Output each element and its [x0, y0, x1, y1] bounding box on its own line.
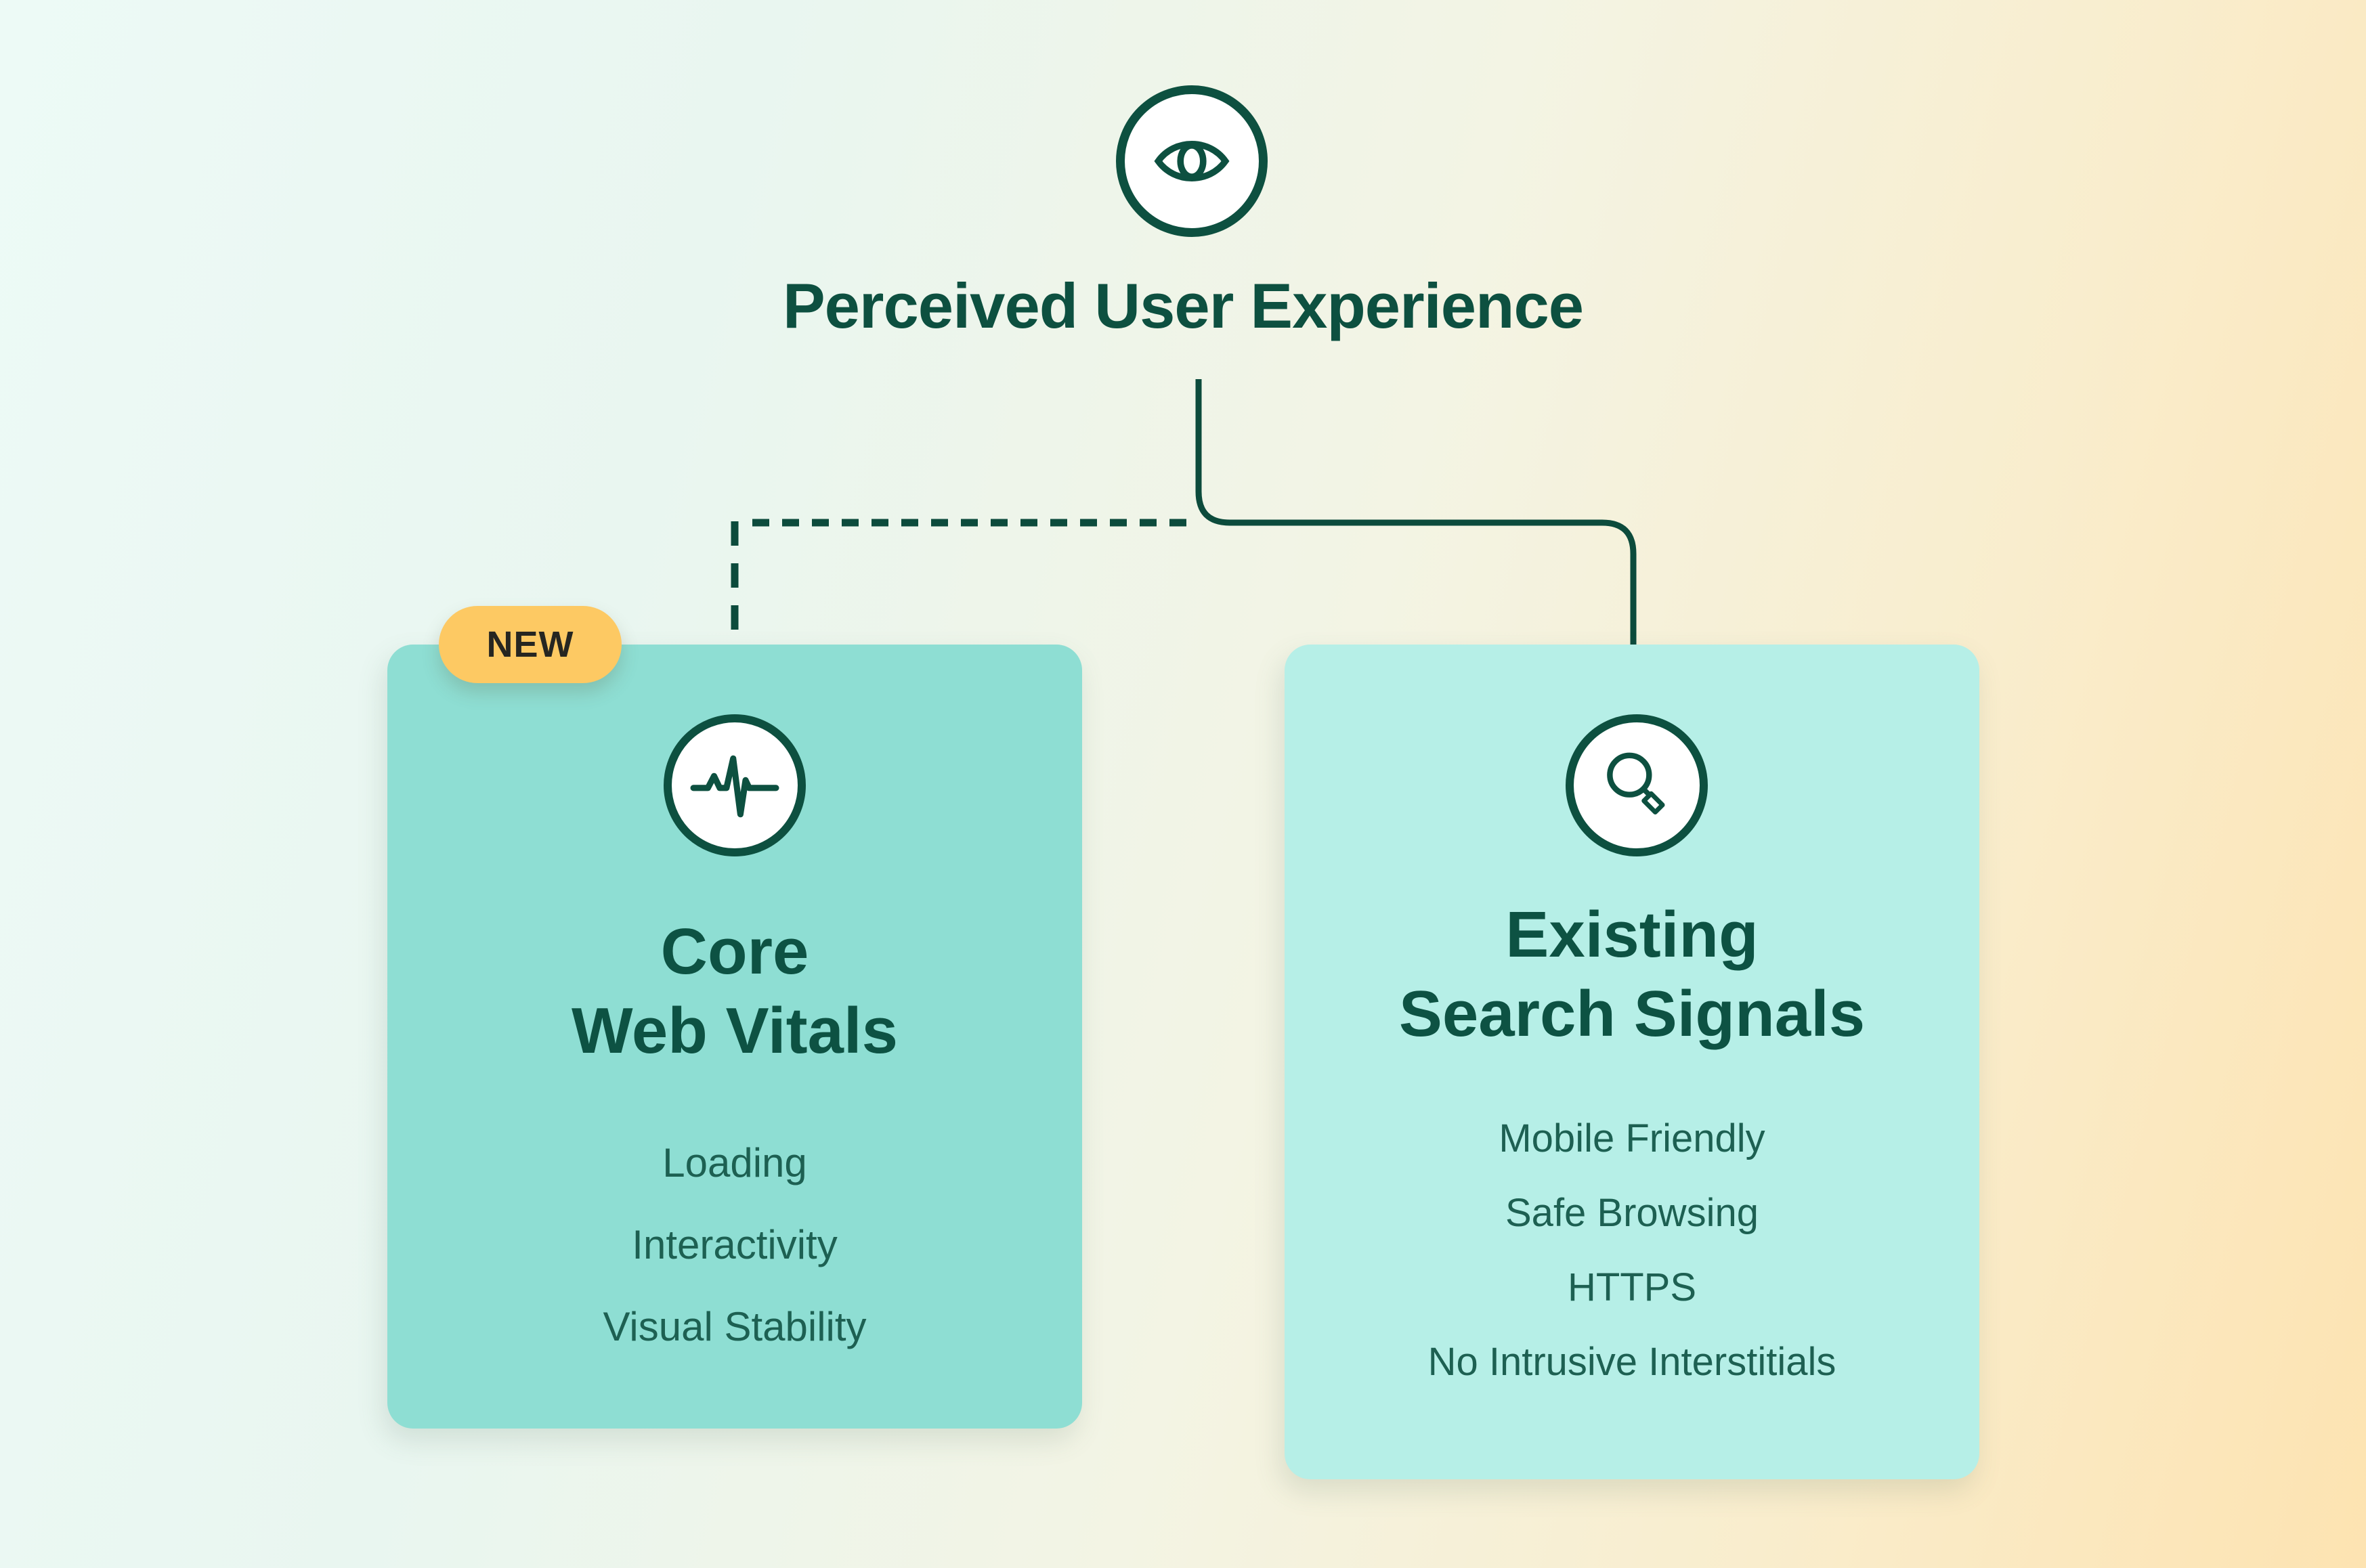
list-item: Safe Browsing — [1505, 1191, 1759, 1235]
list-item: Mobile Friendly — [1499, 1116, 1765, 1160]
pulse-glyph — [690, 755, 779, 818]
list-item: No Intrusive Interstitials — [1427, 1340, 1836, 1384]
card-title-line2: Search Signals — [1398, 978, 1866, 1050]
page-title: Perceived User Experience — [782, 270, 1584, 341]
eye-glyph — [1154, 141, 1230, 181]
magnifier-glyph — [1607, 752, 1665, 815]
card-title-existing-search-signals: Existing Search Signals — [1285, 895, 1979, 1053]
list-item: Interactivity — [632, 1222, 838, 1267]
card-title-line1: Core — [660, 915, 809, 988]
list-item: HTTPS — [1567, 1265, 1697, 1309]
list-item: Loading — [662, 1140, 807, 1185]
magnifier-icon — [1566, 714, 1708, 856]
root-stem-line — [1195, 379, 1637, 647]
card-items-existing-search-signals: Mobile Friendly Safe Browsing HTTPS No I… — [1285, 1114, 1979, 1387]
card-title-line2: Web Vitals — [572, 995, 898, 1067]
new-badge: NEW — [439, 606, 622, 683]
card-items-core-web-vitals: Loading Interactivity Visual Stability — [387, 1139, 1082, 1351]
eye-icon — [1116, 85, 1268, 237]
list-item: Visual Stability — [603, 1304, 867, 1349]
card-title-line1: Existing — [1505, 898, 1759, 971]
pulse-icon — [664, 714, 806, 856]
card-title-core-web-vitals: Core Web Vitals — [387, 912, 1082, 1070]
